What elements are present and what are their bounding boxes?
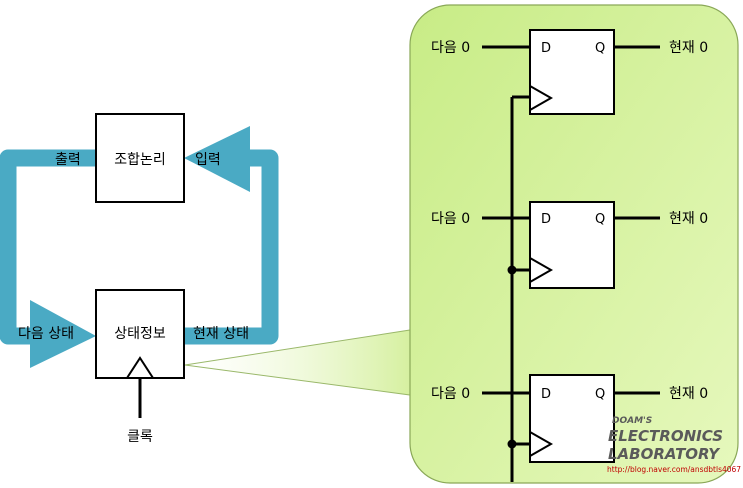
- ff3-clock-junction: [507, 439, 517, 449]
- ff3-d-label: D: [541, 387, 551, 402]
- ff1-output-label: 현재 0: [669, 40, 708, 56]
- ff1-clock-triangle: [529, 84, 554, 112]
- watermark-brand: DOAM'S: [612, 416, 652, 426]
- watermark-logo: DOAM'S ELECTRONICS LABORATORY http://blo…: [607, 416, 741, 474]
- next-state-arrowhead: [30, 300, 96, 368]
- ff1-d-label: D: [541, 41, 551, 56]
- watermark-url: http://blog.naver.com/ansdbtls4067: [607, 465, 741, 474]
- ff2-q-label: Q: [595, 212, 605, 227]
- ff2-clock-junction: [507, 265, 517, 275]
- ff3-input-label: 다음 0: [431, 386, 470, 402]
- ff2-d-label: D: [541, 212, 551, 227]
- current-state-feedback-path: [184, 149, 279, 345]
- ff2-output-label: 현재 0: [669, 211, 708, 227]
- combo-logic-label: 조합논리: [114, 152, 166, 168]
- current-state-label: 현재 상태: [193, 326, 249, 342]
- ff1-input-label: 다음 0: [431, 40, 470, 56]
- state-block-label: 상태정보: [114, 326, 166, 342]
- output-feedback-path: [0, 149, 96, 345]
- ff3-clock-triangle: [529, 430, 554, 458]
- input-arrowhead: [184, 126, 250, 192]
- ff2-input-label: 다음 0: [431, 211, 470, 227]
- flipflop-2: D Q 다음 0 현재 0: [431, 201, 708, 289]
- watermark-line2: LABORATORY: [608, 445, 721, 463]
- input-label: 입력: [195, 152, 221, 168]
- combo-logic-block: [95, 113, 185, 203]
- flipflop-3: D Q 다음 0 현재 0: [431, 374, 708, 463]
- flipflop-1: D Q 다음 0 현재 0: [431, 29, 708, 115]
- ff3-q-label: Q: [595, 387, 605, 402]
- watermark-line1: ELECTRONICS: [608, 427, 723, 445]
- output-label: 출력: [55, 152, 81, 168]
- ff1-q-label: Q: [595, 41, 605, 56]
- next-state-label: 다음 상태: [18, 326, 74, 342]
- clock-label: 클록: [127, 429, 153, 445]
- ff2-clock-triangle: [529, 256, 554, 284]
- ff3-output-label: 현재 0: [669, 386, 708, 402]
